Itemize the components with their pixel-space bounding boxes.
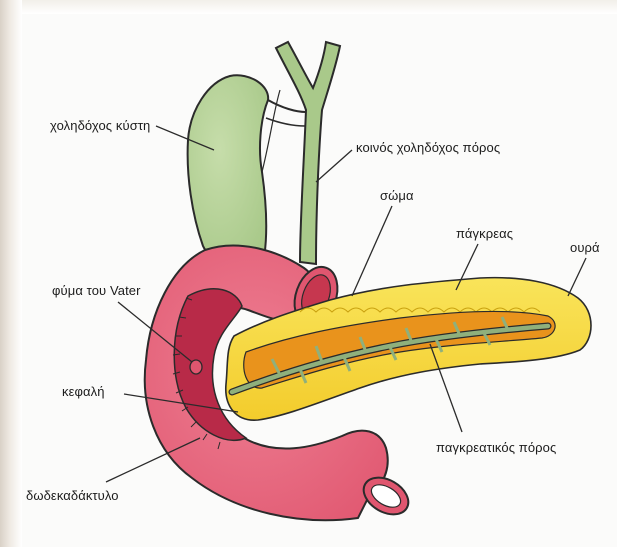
label-gallbladder: χοληδόχος κύστη [50, 118, 150, 133]
leader-body [352, 206, 392, 296]
label-tail: ουρά [570, 240, 600, 255]
label-pancreatic-duct: παγκρεατικός πόρος [436, 440, 556, 455]
label-ampulla: φύμα του Vater [52, 283, 141, 298]
label-duodenum: δωδεκαδάκτυλο [26, 488, 119, 503]
common-bile-duct [266, 42, 340, 264]
leader-tail [568, 258, 586, 296]
label-head: κεφαλή [62, 384, 105, 399]
gallbladder [188, 75, 280, 261]
label-pancreas: πάγκρεας [456, 226, 513, 241]
label-body: σώμα [380, 188, 414, 203]
label-common-bile-duct: κοινός χοληδόχος πόρος [356, 140, 500, 155]
leader-bile-duct [316, 150, 352, 182]
